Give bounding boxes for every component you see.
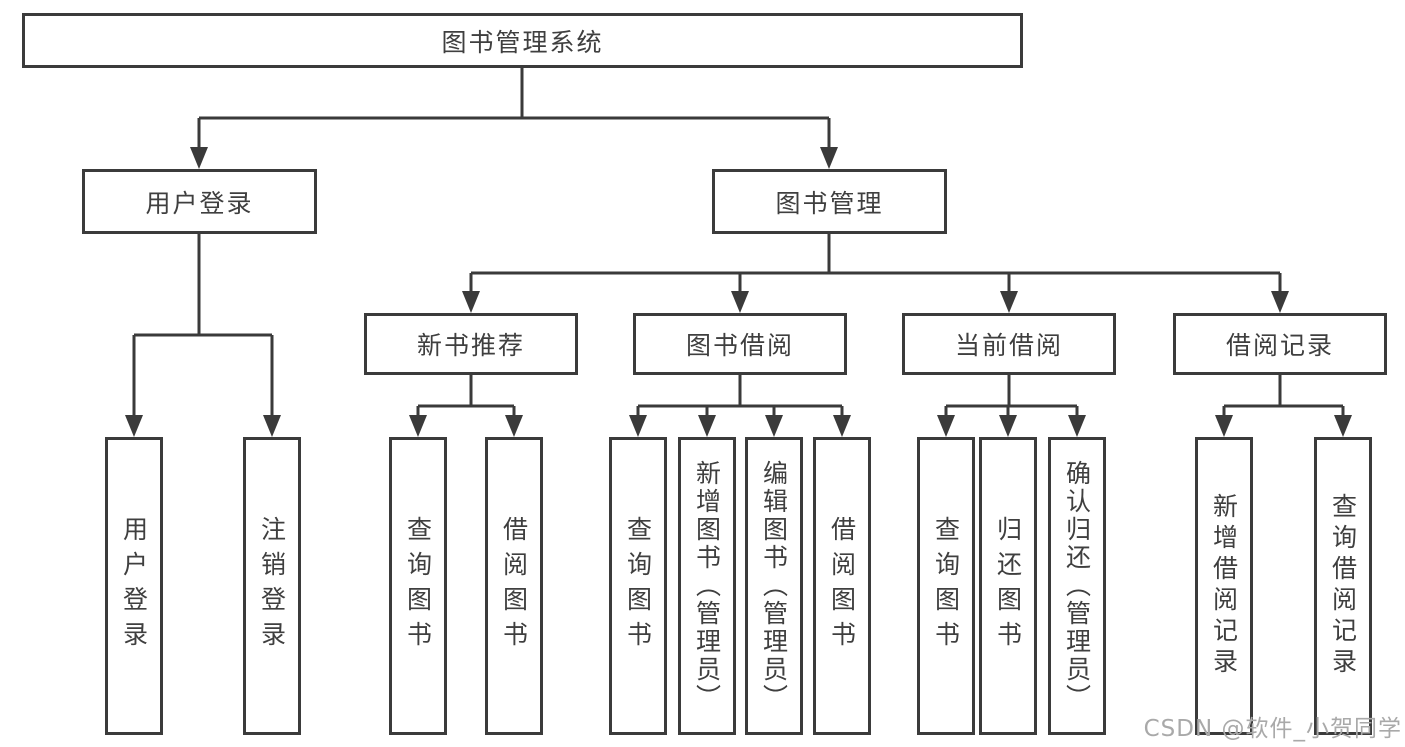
leaf-query-books-1: 查询图书 <box>389 437 447 735</box>
node-book-borrowing: 图书借阅 <box>633 313 847 375</box>
leaf-confirm-return-admin: 确认归还（管理员） <box>1048 437 1106 735</box>
leaf-user-login-label: 用户登录 <box>119 516 149 656</box>
leaf-query-books-3: 查询图书 <box>917 437 975 735</box>
leaf-query-books-2-label: 查询图书 <box>623 516 653 656</box>
leaf-query-books-2: 查询图书 <box>609 437 667 735</box>
leaf-logout-label: 注销登录 <box>257 516 287 656</box>
leaf-user-login: 用户登录 <box>105 437 163 735</box>
node-user-login: 用户登录 <box>82 169 317 234</box>
leaf-borrow-books-2: 借阅图书 <box>813 437 871 735</box>
leaf-edit-books-admin: 编辑图书（管理员） <box>745 437 803 735</box>
leaf-return-books: 归还图书 <box>979 437 1037 735</box>
leaf-add-books-admin: 新增图书（管理员） <box>678 437 736 735</box>
node-library-management-system: 图书管理系统 <box>22 13 1023 68</box>
node-current-borrowing: 当前借阅 <box>902 313 1116 375</box>
leaf-logout: 注销登录 <box>243 437 301 735</box>
leaf-return-books-label: 归还图书 <box>993 516 1023 656</box>
arrowheads <box>125 147 1352 437</box>
leaf-query-borrow-record: 查询借阅记录 <box>1314 437 1372 735</box>
leaf-query-borrow-record-label: 查询借阅记录 <box>1328 493 1358 679</box>
connector-paths <box>132 68 1345 418</box>
leaf-edit-books-admin-label: 编辑图书（管理员） <box>759 460 789 712</box>
leaf-query-books-3-label: 查询图书 <box>931 516 961 656</box>
leaf-add-borrow-record-label: 新增借阅记录 <box>1209 493 1239 679</box>
csdn-watermark: CSDN @软件_小贺同学 <box>1143 716 1402 742</box>
node-new-book-recommendation: 新书推荐 <box>364 313 578 375</box>
leaf-add-borrow-record: 新增借阅记录 <box>1195 437 1253 735</box>
leaf-borrow-books-1-label: 借阅图书 <box>499 516 529 656</box>
leaf-add-books-admin-label: 新增图书（管理员） <box>692 460 722 712</box>
node-book-management: 图书管理 <box>712 169 947 234</box>
leaf-confirm-return-admin-label: 确认归还（管理员） <box>1062 460 1092 712</box>
node-borrowing-records: 借阅记录 <box>1173 313 1387 375</box>
leaf-borrow-books-2-label: 借阅图书 <box>827 516 857 656</box>
leaf-borrow-books-1: 借阅图书 <box>485 437 543 735</box>
leaf-query-books-1-label: 查询图书 <box>403 516 433 656</box>
